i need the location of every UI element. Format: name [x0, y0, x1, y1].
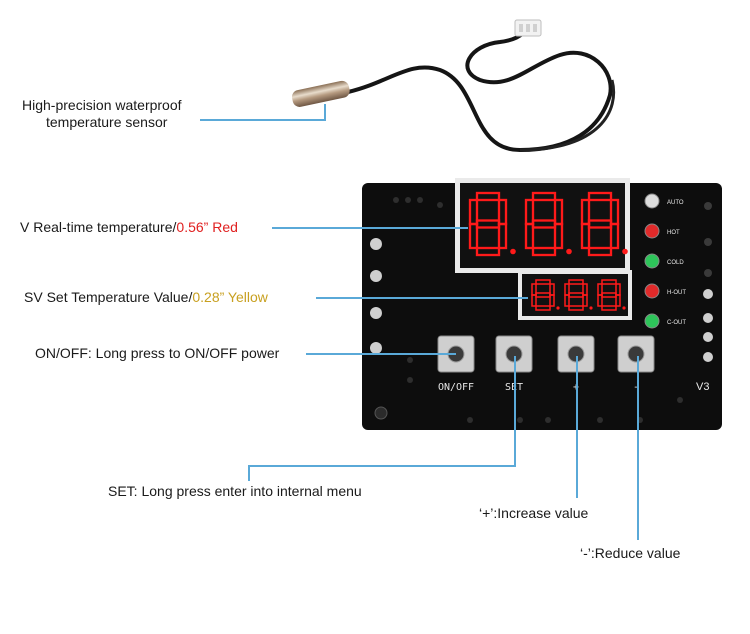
onoff-callout: ON/OFF: Long press to ON/OFF power	[35, 345, 280, 361]
set-callout: SET: Long press enter into internal menu	[108, 483, 362, 499]
board-button-3[interactable]	[557, 335, 595, 373]
led-auto	[644, 193, 660, 209]
led-c-out	[644, 313, 660, 329]
pv-digit-2	[524, 191, 572, 257]
board-button-label-1: ON/OFF	[438, 382, 474, 393]
led-cold	[644, 253, 660, 269]
minus-callout: ‘-’:Reduce value	[580, 545, 681, 561]
led-hot	[644, 223, 660, 239]
sv-digit-1	[531, 279, 560, 311]
sv-callout-text: SV Set Temperature Value/	[24, 289, 193, 305]
lead-set-v1	[248, 465, 250, 481]
sv-callout-accent: 0.28” Yellow	[192, 289, 268, 305]
led-label-cold: COLD	[667, 260, 684, 266]
cable-connector	[514, 19, 542, 37]
board-button-4[interactable]	[617, 335, 655, 373]
sensor-probe	[291, 80, 350, 107]
sv-digit-3	[597, 279, 626, 311]
board-button-2[interactable]	[495, 335, 533, 373]
led-label-hot: HOT	[667, 230, 680, 236]
lead-set-h	[248, 465, 516, 467]
sensor-label-line2: temperature sensor	[46, 114, 168, 130]
plus-callout: ‘+’:Increase value	[479, 505, 589, 521]
led-label-c-out: C-OUT	[667, 320, 686, 326]
led-label-auto: AUTO	[667, 200, 684, 206]
sensor-label: High-precision waterproof temperature se…	[22, 97, 182, 131]
pv-digit-3	[580, 191, 628, 257]
lead-pv	[272, 227, 468, 229]
lead-set-v2	[514, 356, 516, 467]
lead-onoff	[306, 353, 456, 355]
led-label-h-out: H-OUT	[667, 290, 686, 296]
pv-callout-accent: 0.56” Red	[176, 219, 238, 235]
board-button-label-4: -	[633, 382, 639, 393]
lead-minus	[637, 356, 639, 540]
sv-digit-2	[564, 279, 593, 311]
lead-sv	[316, 297, 528, 299]
sensor-label-line1: High-precision waterproof	[22, 97, 182, 113]
sensor-cable	[346, 28, 613, 153]
lead-sensor	[200, 119, 326, 121]
lead-plus	[576, 356, 578, 498]
controller-board: V3	[362, 178, 722, 430]
board-version: V3	[696, 381, 709, 393]
pv-callout: V Real-time temperature/0.56” Red	[20, 219, 238, 236]
sv-callout: SV Set Temperature Value/0.28” Yellow	[24, 289, 268, 306]
led-h-out	[644, 283, 660, 299]
pv-digit-1	[468, 191, 516, 257]
lead-sensor-v	[324, 104, 326, 121]
pv-callout-text: V Real-time temperature/	[20, 219, 177, 235]
board-button-1[interactable]	[437, 335, 475, 373]
